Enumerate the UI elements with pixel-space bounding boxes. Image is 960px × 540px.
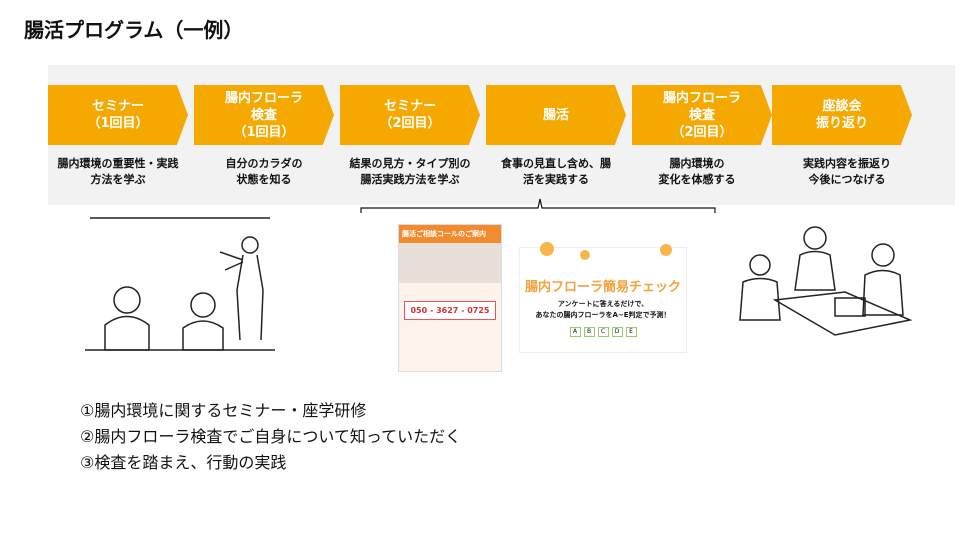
page-title: 腸活プログラム（一例） (24, 18, 244, 42)
step-2-desc: 自分のカラダの 状態を知る (225, 157, 303, 186)
point-2: ②腸内フローラ検査でご自身について知っていただく (80, 427, 462, 446)
grade-d: D (611, 327, 623, 337)
step-6-desc: 実践内容を振返り 今後につなげる (803, 157, 891, 186)
check-title: 腸内フローラ簡易チェック (524, 280, 681, 295)
step-4-desc: 食事の見直し含め、腸 活を実践する (501, 157, 611, 186)
step-1-desc: 腸内環境の重要性・実践 方法を学ぶ (57, 157, 179, 186)
flyer-photo (399, 243, 501, 283)
grade-e: E (625, 327, 637, 337)
step-6: 座談会 振り返り (772, 85, 912, 145)
step-4: 腸活 (486, 85, 626, 145)
meeting-illustration (739, 226, 913, 336)
consultation-flyer: 腸活ご相談コールのご案内 050 - 3627 - 0725 (398, 224, 502, 372)
check-subtitle: アンケートに答えるだけで、 あなたの腸内フローラをA~E判定で予測！ (535, 300, 671, 319)
grade-b: B (583, 327, 595, 337)
seminar-illustration (85, 217, 275, 351)
flyer-header: 腸活ご相談コールのご案内 (399, 225, 501, 243)
flora-check-card: 腸内フローラ簡易チェック アンケートに答えるだけで、 あなたの腸内フローラをA~… (519, 242, 687, 353)
grade-c: C (597, 327, 609, 337)
key-points: ①腸内環境に関するセミナー・座学研修 ②腸内フローラ検査でご自身について知ってい… (80, 398, 461, 476)
bracket (360, 198, 716, 213)
flyer-phone: 050 - 3627 - 0725 (404, 301, 496, 320)
grade-a: A (569, 327, 581, 337)
point-1: ①腸内環境に関するセミナー・座学研修 (80, 401, 367, 420)
point-3: ③検査を踏まえ、行動の実践 (80, 453, 287, 472)
step-5-desc: 腸内環境の 変化を体感する (658, 157, 736, 186)
step-2: 腸内フローラ 検査 （1回目） (194, 85, 334, 145)
step-3: セミナー （2回目） (340, 85, 480, 145)
step-5: 腸内フローラ 検査 （2回目） (632, 85, 772, 145)
step-1: セミナー （1回目） (48, 85, 188, 145)
step-3-desc: 結果の見方・タイプ別の 腸活実践方法を学ぶ (349, 157, 471, 186)
